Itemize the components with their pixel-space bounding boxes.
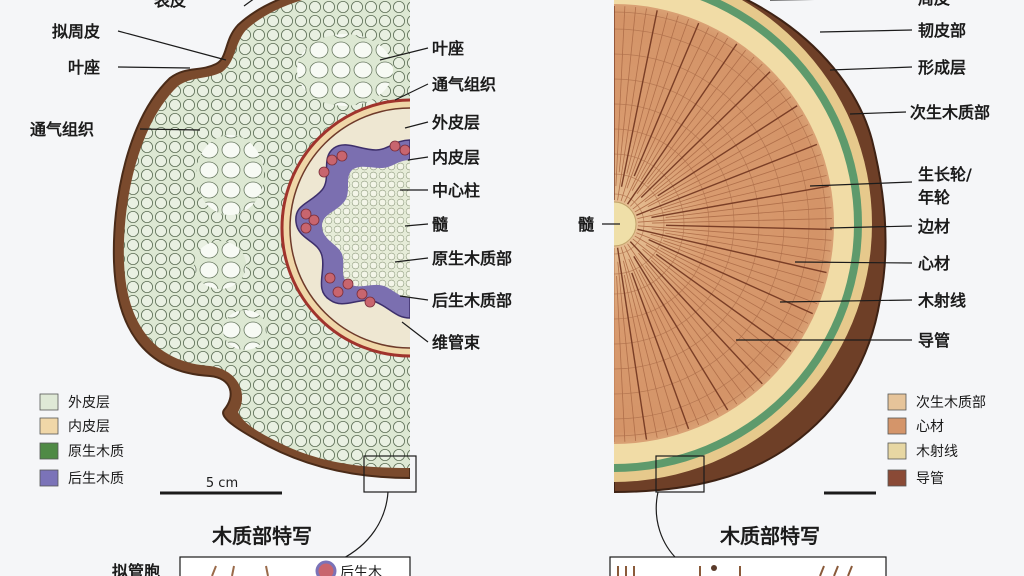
label-wood-ray: 木射线 — [917, 291, 966, 310]
closeup-label-tracheid: 拟管胞 — [112, 562, 160, 576]
scale-label: 5 cm — [206, 476, 238, 491]
closeup-label-metaxylem: 后生木 — [340, 565, 382, 576]
label-vessel: 导管 — [918, 331, 950, 350]
legend-swatch — [40, 394, 58, 410]
scale-bar: 5 cm — [160, 476, 282, 493]
label-metaxylem: 后生木质部 — [432, 291, 512, 310]
label-stele: 中心柱 — [432, 181, 480, 200]
label-pseudo-periderm: 拟周皮 — [52, 22, 100, 41]
label-sapwood: 边材 — [917, 217, 950, 236]
label-epidermis: 表皮 — [153, 0, 186, 10]
legend-label: 后生木质 — [68, 471, 124, 487]
legend-label: 内皮层 — [68, 419, 110, 435]
label-periderm: 周皮 — [918, 0, 950, 8]
primary-stem-section — [114, 0, 538, 478]
label-secondary-xylem: 次生木质部 — [910, 103, 990, 122]
label-protoxylem: 原生木质部 — [432, 249, 512, 268]
legend-label: 次生木质部 — [916, 395, 986, 411]
label-annual-ring: 年轮 — [918, 188, 950, 207]
aerenchyma-patch — [196, 135, 264, 215]
legend-swatch — [888, 418, 906, 434]
woody-stem-section — [356, 0, 886, 492]
legend-label: 导管 — [916, 471, 944, 487]
label-heartwood: 心材 — [918, 254, 950, 273]
left-legend: 外皮层 内皮层 原生木质 后生木质 — [40, 394, 124, 487]
legend-swatch — [888, 470, 906, 486]
label-aerenchyma-left: 通气组织 — [30, 120, 94, 139]
label-endodermis: 内皮层 — [432, 148, 480, 167]
aerenchyma-patch — [297, 34, 393, 106]
right-closeup-title: 木质部特写 — [719, 524, 820, 548]
label-growth-ring: 生长轮/ — [918, 165, 972, 184]
legend-swatch — [888, 443, 906, 459]
label-woody-pith: 髓 — [578, 215, 595, 234]
legend-swatch — [888, 394, 906, 410]
aerenchyma-patch — [223, 310, 267, 350]
legend-label: 原生木质 — [68, 444, 124, 460]
label-leaf-cushion: 叶座 — [432, 39, 464, 58]
label-phloem: 韧皮部 — [918, 21, 966, 40]
legend-label: 外皮层 — [68, 395, 110, 411]
right-legend: 次生木质部 心材 木射线 导管 — [824, 394, 986, 493]
label-cambium: 形成层 — [918, 58, 966, 77]
label-leaf-cushion-left: 叶座 — [68, 58, 100, 77]
aerenchyma-patch — [194, 241, 246, 289]
label-aerenchyma: 通气组织 — [432, 75, 496, 94]
legend-label: 木射线 — [916, 444, 958, 460]
legend-swatch — [40, 470, 58, 486]
label-vascular-bundle: 维管束 — [432, 333, 481, 352]
label-pith: 髓 — [432, 215, 449, 234]
legend-swatch — [40, 418, 58, 434]
label-exodermis: 外皮层 — [431, 113, 480, 132]
legend-label: 心材 — [916, 419, 944, 435]
legend-swatch — [40, 443, 58, 459]
left-closeup-title: 木质部特写 — [211, 524, 312, 548]
